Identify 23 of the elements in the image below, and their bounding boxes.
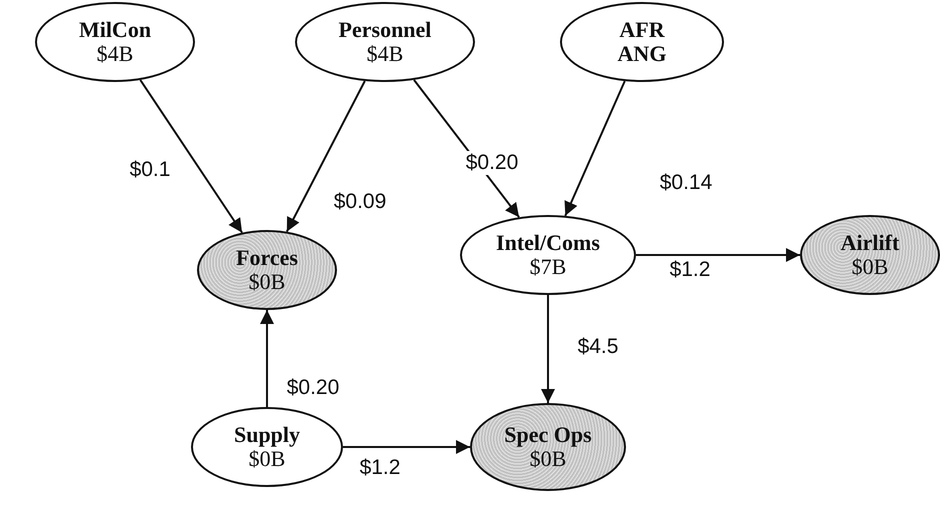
- node-label: $4B: [366, 42, 404, 66]
- node-label: $0B: [248, 447, 286, 471]
- node-label: $0B: [852, 255, 888, 279]
- node-label: $0B: [530, 447, 566, 471]
- node-label: ANG: [618, 42, 666, 66]
- node-label: $4B: [96, 42, 134, 66]
- node-label: Spec Ops: [504, 423, 592, 447]
- arrow: [343, 440, 470, 454]
- arrow: [541, 295, 555, 403]
- arrow: [636, 248, 800, 262]
- node-label: AFR: [619, 18, 665, 42]
- arrow: [564, 80, 626, 216]
- node-label: MilCon: [78, 18, 152, 42]
- arrow: [286, 80, 366, 232]
- node-label: $7B: [530, 255, 566, 279]
- node-label: Intel/Coms: [496, 231, 600, 255]
- node-label: Airlift: [840, 231, 900, 255]
- arrow: [260, 310, 274, 407]
- node-label: Supply: [234, 423, 300, 447]
- node-label: Forces: [236, 246, 298, 270]
- edge-label: $0.20: [464, 151, 520, 175]
- node-label: $0B: [248, 270, 286, 294]
- node-label: Personnel: [338, 18, 432, 42]
